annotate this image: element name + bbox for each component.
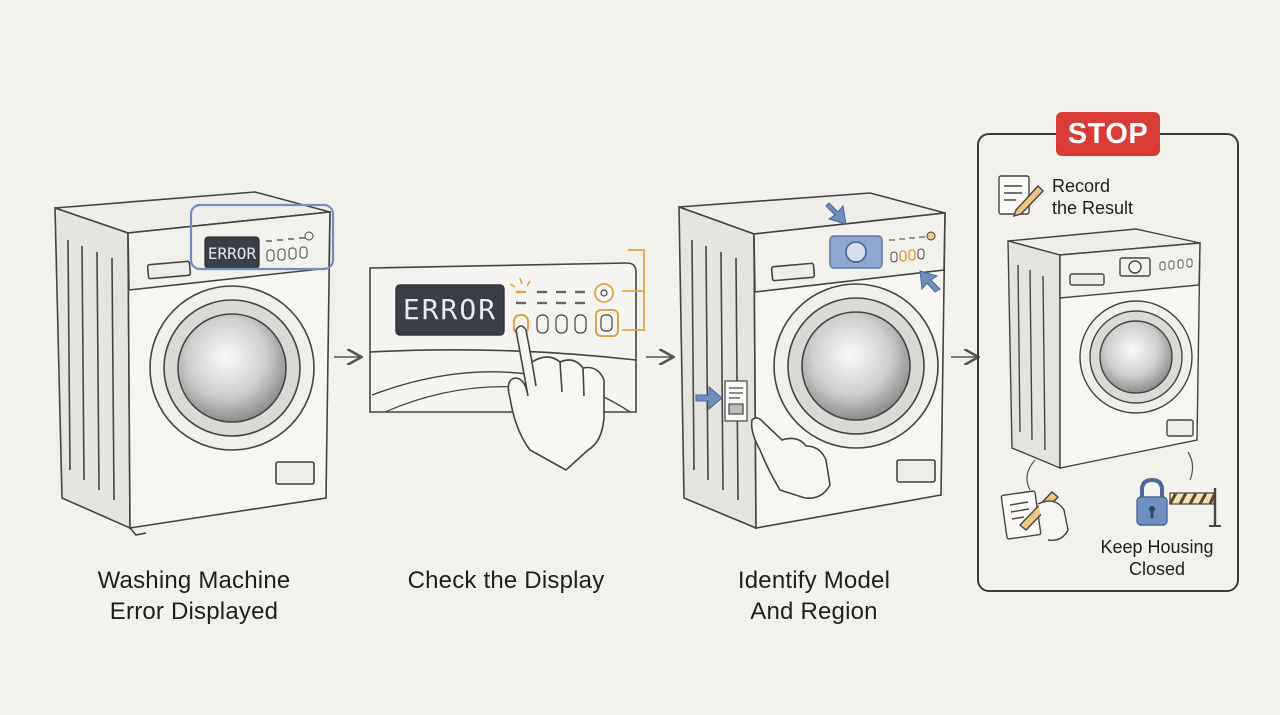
- pointer-arrow-icons: [695, 202, 941, 411]
- step-1-line-2: Error Displayed: [109, 598, 279, 625]
- step-2-caption: Check the Display: [376, 565, 636, 596]
- step-3-line-2: And Region: [750, 598, 878, 625]
- record-line-1: Record: [1052, 176, 1111, 196]
- pointing-hand-icon: [507, 325, 605, 471]
- step-3-caption: Identify Model And Region: [684, 565, 944, 627]
- record-result-label: Record the Result: [1052, 175, 1133, 219]
- control-dial: [829, 235, 883, 269]
- connector-right: [1187, 451, 1194, 481]
- writing-hand-icon: [1000, 490, 1069, 541]
- machine-3-buttons: [889, 231, 936, 263]
- press-spark-icon: [509, 277, 531, 288]
- housing-line-1: Keep Housing: [1100, 537, 1214, 557]
- orange-bracket: [622, 249, 645, 331]
- lock-icon: [1136, 477, 1168, 526]
- step-1-line-1: Washing Machine: [97, 567, 291, 594]
- washing-machine-1: [54, 191, 331, 536]
- lcd-text-1: ERROR: [208, 244, 257, 263]
- lcd-display-1: ERROR: [204, 231, 314, 269]
- panel-buttons: [513, 283, 619, 337]
- step-1-caption: Washing Machine Error Displayed: [64, 565, 324, 627]
- barrier-icon: [1168, 488, 1221, 527]
- notepad-pencil-icon: [998, 175, 1044, 218]
- washing-machine-4: [1007, 228, 1201, 470]
- record-line-2: the Result: [1052, 198, 1134, 218]
- model-label-sticker: [724, 380, 748, 422]
- display-highlight-box: [189, 203, 335, 271]
- step-3-line-1: Identify Model: [737, 567, 891, 594]
- step-2-line-1: Check the Display: [407, 567, 605, 594]
- connector-left: [1026, 459, 1036, 491]
- lcd-display-large: ERROR: [395, 284, 505, 336]
- stop-badge: STOP: [1056, 112, 1160, 156]
- panel-indicator-dashes: [516, 290, 585, 305]
- housing-line-2: Closed: [1128, 559, 1186, 579]
- keep-housing-label: Keep Housing Closed: [1087, 536, 1227, 580]
- hand-3-icon: [750, 417, 831, 500]
- lcd-text-large: ERROR: [403, 293, 497, 326]
